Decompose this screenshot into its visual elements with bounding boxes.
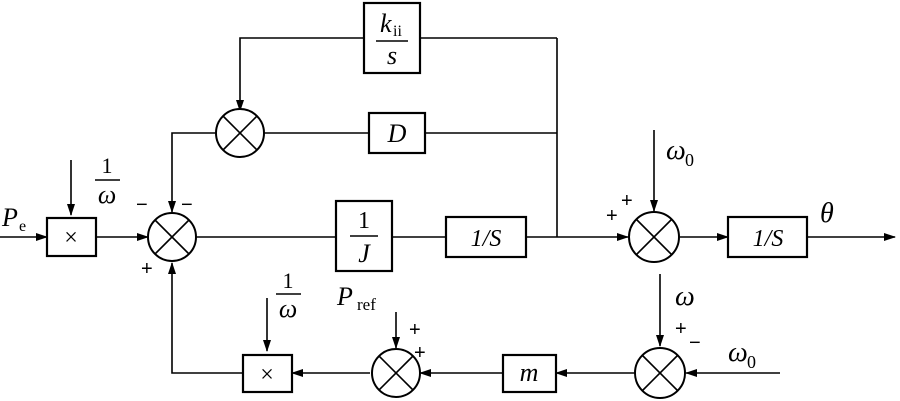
inertia-numerator: 1 [358,208,370,234]
damping-block: D [367,111,427,155]
omega0-right-label: ω 0 [728,337,756,372]
main-sum-sign-top-right: − [181,194,193,216]
damping-product-junction [215,108,265,158]
pe-input-label: P e [1,203,26,235]
inverse-omega-1-numerator: 1 [102,153,113,178]
pref-sum-sign-a: + [409,319,421,341]
pref-symbol: P [336,282,353,311]
integrator-2-label: 1/S [753,226,784,252]
pe-subscript: e [19,218,26,235]
pref-subscript: ref [357,295,376,314]
droop-block: m [501,353,558,394]
omega-label: ω [675,281,695,312]
omega0-right-symbol: ω [728,337,748,368]
omega-summing-junction [634,347,686,399]
droop-label: m [520,358,539,387]
integrator-block-2: 1/S [726,215,809,259]
main-sum-sign-bottom: + [141,258,153,280]
theta-sum-sign-b: + [621,190,633,212]
main-sum-sign-top-left: − [136,194,148,216]
theta-summing-junction [628,211,680,263]
omega-sum-sign-minus: − [689,332,701,354]
omega0-right-subscript: 0 [747,352,756,372]
multiplier-block-2: × [241,353,294,394]
omega0-top-symbol: ω [666,135,686,166]
integrator-1-label: 1/S [471,226,502,252]
pe-symbol: P [1,203,18,232]
main-summing-junction [147,212,197,262]
integrator-block-1: 1/S [444,215,528,259]
damping-label: D [387,119,407,148]
integral-gain-block: k ii s [362,1,422,75]
inertia-block: 1 J [334,199,394,273]
inverse-omega-label-1: 1 ω [95,153,120,209]
multiplier-block-1: × [45,216,98,258]
integral-gain-subscript: ii [393,23,402,40]
integral-gain-numerator: k [380,9,392,38]
omega0-top-subscript: 0 [685,150,694,170]
inertia-denominator: J [358,239,371,268]
inverse-omega-2-numerator: 1 [283,268,294,293]
signal-wires [0,37,896,377]
pref-input-label: P ref [336,282,376,314]
omega-sum-sign-plus: + [675,318,687,340]
inverse-omega-2-denominator: ω [279,294,297,323]
multiplier-2-symbol: × [260,362,274,388]
pref-sum-sign-b: + [414,342,426,364]
theta-output-label: θ [820,198,834,229]
omega0-top-label: ω 0 [666,135,694,170]
inverse-omega-label-2: 1 ω [276,268,301,323]
multiplier-1-symbol: × [64,225,78,251]
integral-gain-denominator: s [387,41,397,70]
theta-sum-sign-a: + [606,205,618,227]
inverse-omega-1-denominator: ω [98,180,116,209]
pref-summing-junction [371,348,421,398]
